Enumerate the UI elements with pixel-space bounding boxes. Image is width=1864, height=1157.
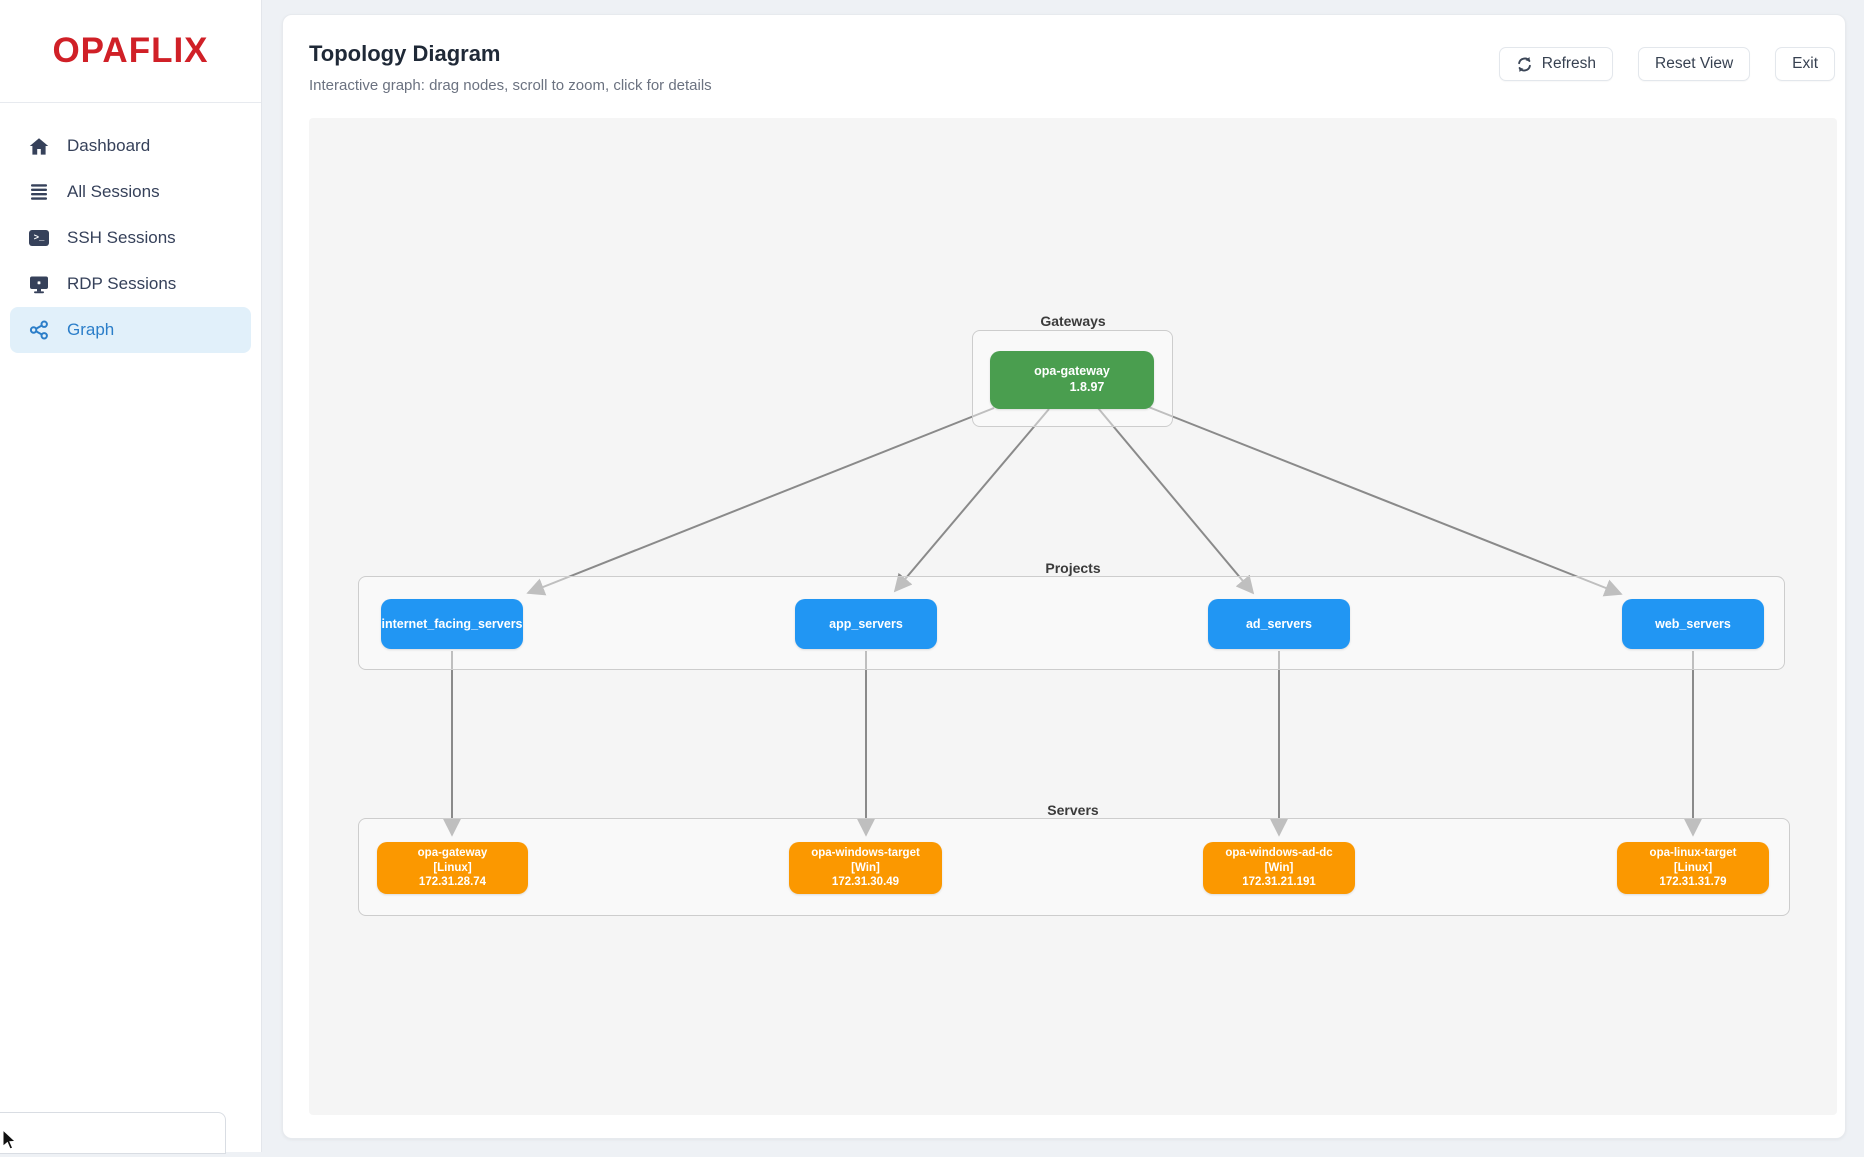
node-label: opa-gateway bbox=[417, 846, 488, 859]
node-label: app_servers bbox=[829, 617, 903, 631]
exit-button-label: Exit bbox=[1792, 55, 1818, 72]
reset-view-button-label: Reset View bbox=[1655, 55, 1734, 72]
node-project-internet-facing-servers[interactable]: internet_facing_servers bbox=[381, 599, 523, 649]
node-ip: 172.31.31.79 bbox=[1659, 876, 1727, 889]
sidebar-item-dashboard[interactable]: Dashboard bbox=[10, 123, 251, 169]
group-box-projects bbox=[358, 576, 1785, 670]
node-label: opa-windows-target bbox=[811, 846, 920, 859]
topology-card: Topology Diagram Interactive graph: drag… bbox=[282, 14, 1846, 1139]
sidebar-header: OPAFLIX bbox=[0, 0, 261, 103]
monitor-icon bbox=[28, 274, 50, 294]
page-subtitle: Interactive graph: drag nodes, scroll to… bbox=[309, 77, 712, 94]
status-popup bbox=[0, 1112, 226, 1154]
card-header: Topology Diagram Interactive graph: drag… bbox=[283, 15, 1845, 94]
node-gateway-opa-gateway[interactable]: opa-gateway 1.8.97 bbox=[990, 351, 1154, 409]
node-label: internet_facing_servers bbox=[381, 617, 523, 631]
sidebar-item-label: SSH Sessions bbox=[67, 228, 176, 247]
node-server-opa-windows-ad-dc[interactable]: opa-windows-ad-dc [Win] 172.31.21.191 bbox=[1203, 842, 1355, 894]
page-title: Topology Diagram bbox=[309, 41, 501, 66]
exit-button[interactable]: Exit bbox=[1775, 47, 1835, 81]
list-icon bbox=[28, 182, 50, 202]
node-ip: 172.31.21.191 bbox=[1242, 876, 1316, 889]
mouse-cursor bbox=[2, 1128, 18, 1157]
toolbar: Refresh Reset View Exit bbox=[1498, 41, 1835, 81]
sidebar-nav: Dashboard All Sessions >_ SSH Sessions bbox=[0, 103, 261, 373]
home-icon bbox=[28, 136, 50, 156]
edge-gateway-app bbox=[893, 408, 1050, 593]
node-server-opa-gateway[interactable]: opa-gateway [Linux] 172.31.28.74 bbox=[377, 842, 528, 894]
terminal-icon: >_ bbox=[28, 228, 50, 248]
node-project-app-servers[interactable]: app_servers bbox=[795, 599, 937, 649]
topology-edges bbox=[443, 405, 1702, 837]
node-project-web-servers[interactable]: web_servers bbox=[1622, 599, 1764, 649]
node-os: [Linux] bbox=[1673, 861, 1713, 874]
node-project-ad-servers[interactable]: ad_servers bbox=[1208, 599, 1350, 649]
refresh-button-label: Refresh bbox=[1541, 55, 1597, 72]
node-server-opa-linux-target[interactable]: opa-linux-target [Linux] 172.31.31.79 bbox=[1617, 842, 1769, 894]
node-ip: 1.8.97 bbox=[1069, 380, 1105, 394]
node-label: web_servers bbox=[1655, 617, 1731, 631]
group-label-servers: Servers bbox=[1047, 802, 1099, 818]
sidebar-item-all-sessions[interactable]: All Sessions bbox=[10, 169, 251, 215]
app-logo: OPAFLIX bbox=[52, 31, 209, 70]
share-nodes-icon bbox=[28, 320, 50, 340]
edge-gateway-web bbox=[1145, 405, 1623, 597]
reset-view-button[interactable]: Reset View bbox=[1638, 47, 1751, 81]
node-label: opa-linux-target bbox=[1649, 846, 1737, 859]
sidebar-item-label: RDP Sessions bbox=[67, 274, 177, 293]
sidebar-item-label: Graph bbox=[67, 320, 115, 339]
refresh-icon bbox=[1516, 56, 1533, 73]
graph-canvas[interactable]: Gateways Projects Servers opa-gateway 1.… bbox=[309, 118, 1837, 1115]
group-label-gateways: Gateways bbox=[1040, 313, 1106, 329]
refresh-button[interactable]: Refresh bbox=[1498, 47, 1614, 81]
sidebar: OPAFLIX Dashboard All Sessions >_ bbox=[0, 0, 262, 1152]
sidebar-item-label: Dashboard bbox=[67, 136, 151, 155]
edge-gateway-internet bbox=[526, 407, 995, 596]
node-label: ad_servers bbox=[1245, 617, 1313, 631]
edge-gateway-ad bbox=[1097, 407, 1255, 595]
node-server-opa-windows-target[interactable]: opa-windows-target [Win] 172.31.30.49 bbox=[789, 842, 942, 894]
group-box-servers bbox=[358, 818, 1790, 916]
node-os: [Win] bbox=[851, 861, 880, 874]
node-ip: 172.31.30.49 bbox=[831, 876, 900, 889]
terminal-prompt-glyph: >_ bbox=[29, 230, 49, 246]
sidebar-item-graph[interactable]: Graph bbox=[10, 307, 251, 353]
node-os: [Linux] bbox=[433, 861, 472, 874]
group-label-projects: Projects bbox=[1045, 560, 1101, 576]
card-title-block: Topology Diagram Interactive graph: drag… bbox=[309, 41, 712, 94]
node-ip: 172.31.28.74 bbox=[418, 876, 487, 889]
node-os: [Win] bbox=[1264, 861, 1294, 874]
sidebar-item-ssh-sessions[interactable]: >_ SSH Sessions bbox=[10, 215, 251, 261]
sidebar-item-label: All Sessions bbox=[67, 182, 160, 201]
sidebar-item-rdp-sessions[interactable]: RDP Sessions bbox=[10, 261, 251, 307]
node-label: opa-gateway bbox=[1034, 364, 1110, 379]
node-label: opa-windows-ad-dc bbox=[1225, 846, 1333, 859]
